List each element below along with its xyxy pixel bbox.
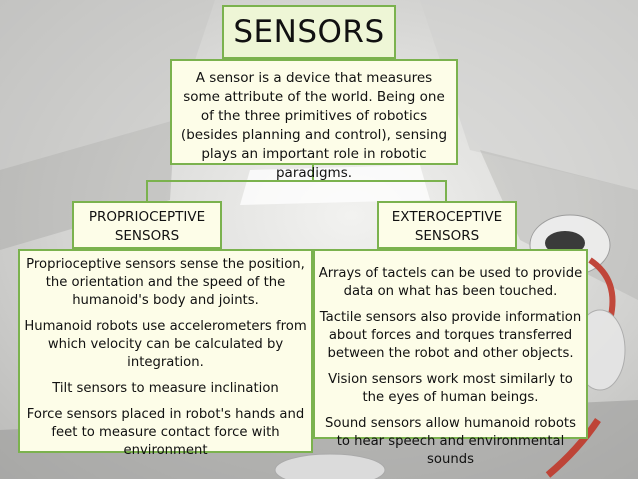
proprioceptive-list: Proprioceptive sensors sense the positio… <box>18 249 313 458</box>
list-item: Sound sensors allow humanoid robots to h… <box>325 416 576 467</box>
exteroceptive-list: Arrays of tactels can be used to provide… <box>313 249 588 467</box>
proprioceptive-heading-text: PROPRIOCEPTIVE SENSORS <box>88 209 206 244</box>
definition-text: A sensor is a device that measures some … <box>180 70 448 181</box>
list-item: Tactile sensors also provide information… <box>319 310 582 361</box>
connector-bar <box>146 180 447 182</box>
list-item: Tilt sensors to measure inclination <box>52 381 279 396</box>
list-item: Humanoid robots use accelerometers from … <box>24 319 307 370</box>
exteroceptive-heading-node: EXTEROCEPTIVE SENSORS <box>377 201 517 249</box>
definition-node: A sensor is a device that measures some … <box>170 59 458 181</box>
title-node: SENSORS <box>222 5 396 59</box>
connector-right <box>445 180 447 202</box>
list-item: Force sensors placed in robot's hands an… <box>26 407 305 458</box>
connector-left <box>146 180 148 202</box>
exteroceptive-heading-text: EXTEROCEPTIVE SENSORS <box>391 209 503 244</box>
list-item: Arrays of tactels can be used to provide… <box>318 266 583 299</box>
connector-trunk <box>312 165 314 181</box>
list-item: Proprioceptive sensors sense the positio… <box>26 257 305 308</box>
proprioceptive-heading-node: PROPRIOCEPTIVE SENSORS <box>72 201 222 249</box>
title-text: SENSORS <box>233 14 385 50</box>
list-item: Vision sensors work most similarly to th… <box>328 372 573 405</box>
